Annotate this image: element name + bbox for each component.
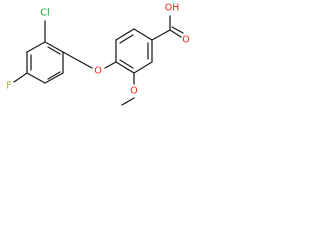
chlorine-label: Cl (40, 8, 49, 19)
fluorine-label: F (6, 81, 11, 92)
bond (44, 41, 64, 53)
hydroxyl-label: OH (165, 3, 180, 14)
double-bond (119, 59, 134, 69)
bond (44, 72, 64, 84)
bond-c-o-double-1 (169, 29, 182, 38)
ether-oxygen-label: O (94, 66, 101, 77)
bond-ring-carboxyl (151, 29, 171, 41)
bond-ch2-o (80, 61, 93, 69)
double-bond (47, 71, 61, 80)
chemical-structure: Cl F O O OH O (6, 3, 190, 106)
bond (26, 41, 46, 53)
bond-to-fluorine (13, 72, 28, 83)
methoxy-oxygen-label: O (130, 86, 137, 97)
right-benzene-ring (115, 28, 153, 74)
bond (133, 61, 153, 74)
bond (115, 28, 135, 41)
bond (133, 28, 153, 41)
bond-c-o-double-2 (171, 26, 184, 34)
bond (115, 61, 135, 74)
bond-o-ring (104, 61, 117, 69)
carbonyl-oxygen-label: O (182, 35, 189, 46)
double-bond (47, 46, 61, 55)
left-benzene-ring (26, 41, 64, 84)
bond-ch2 (62, 51, 82, 63)
bond (26, 72, 46, 84)
double-bond (119, 34, 134, 44)
bond-methoxy-ch3 (121, 97, 135, 106)
